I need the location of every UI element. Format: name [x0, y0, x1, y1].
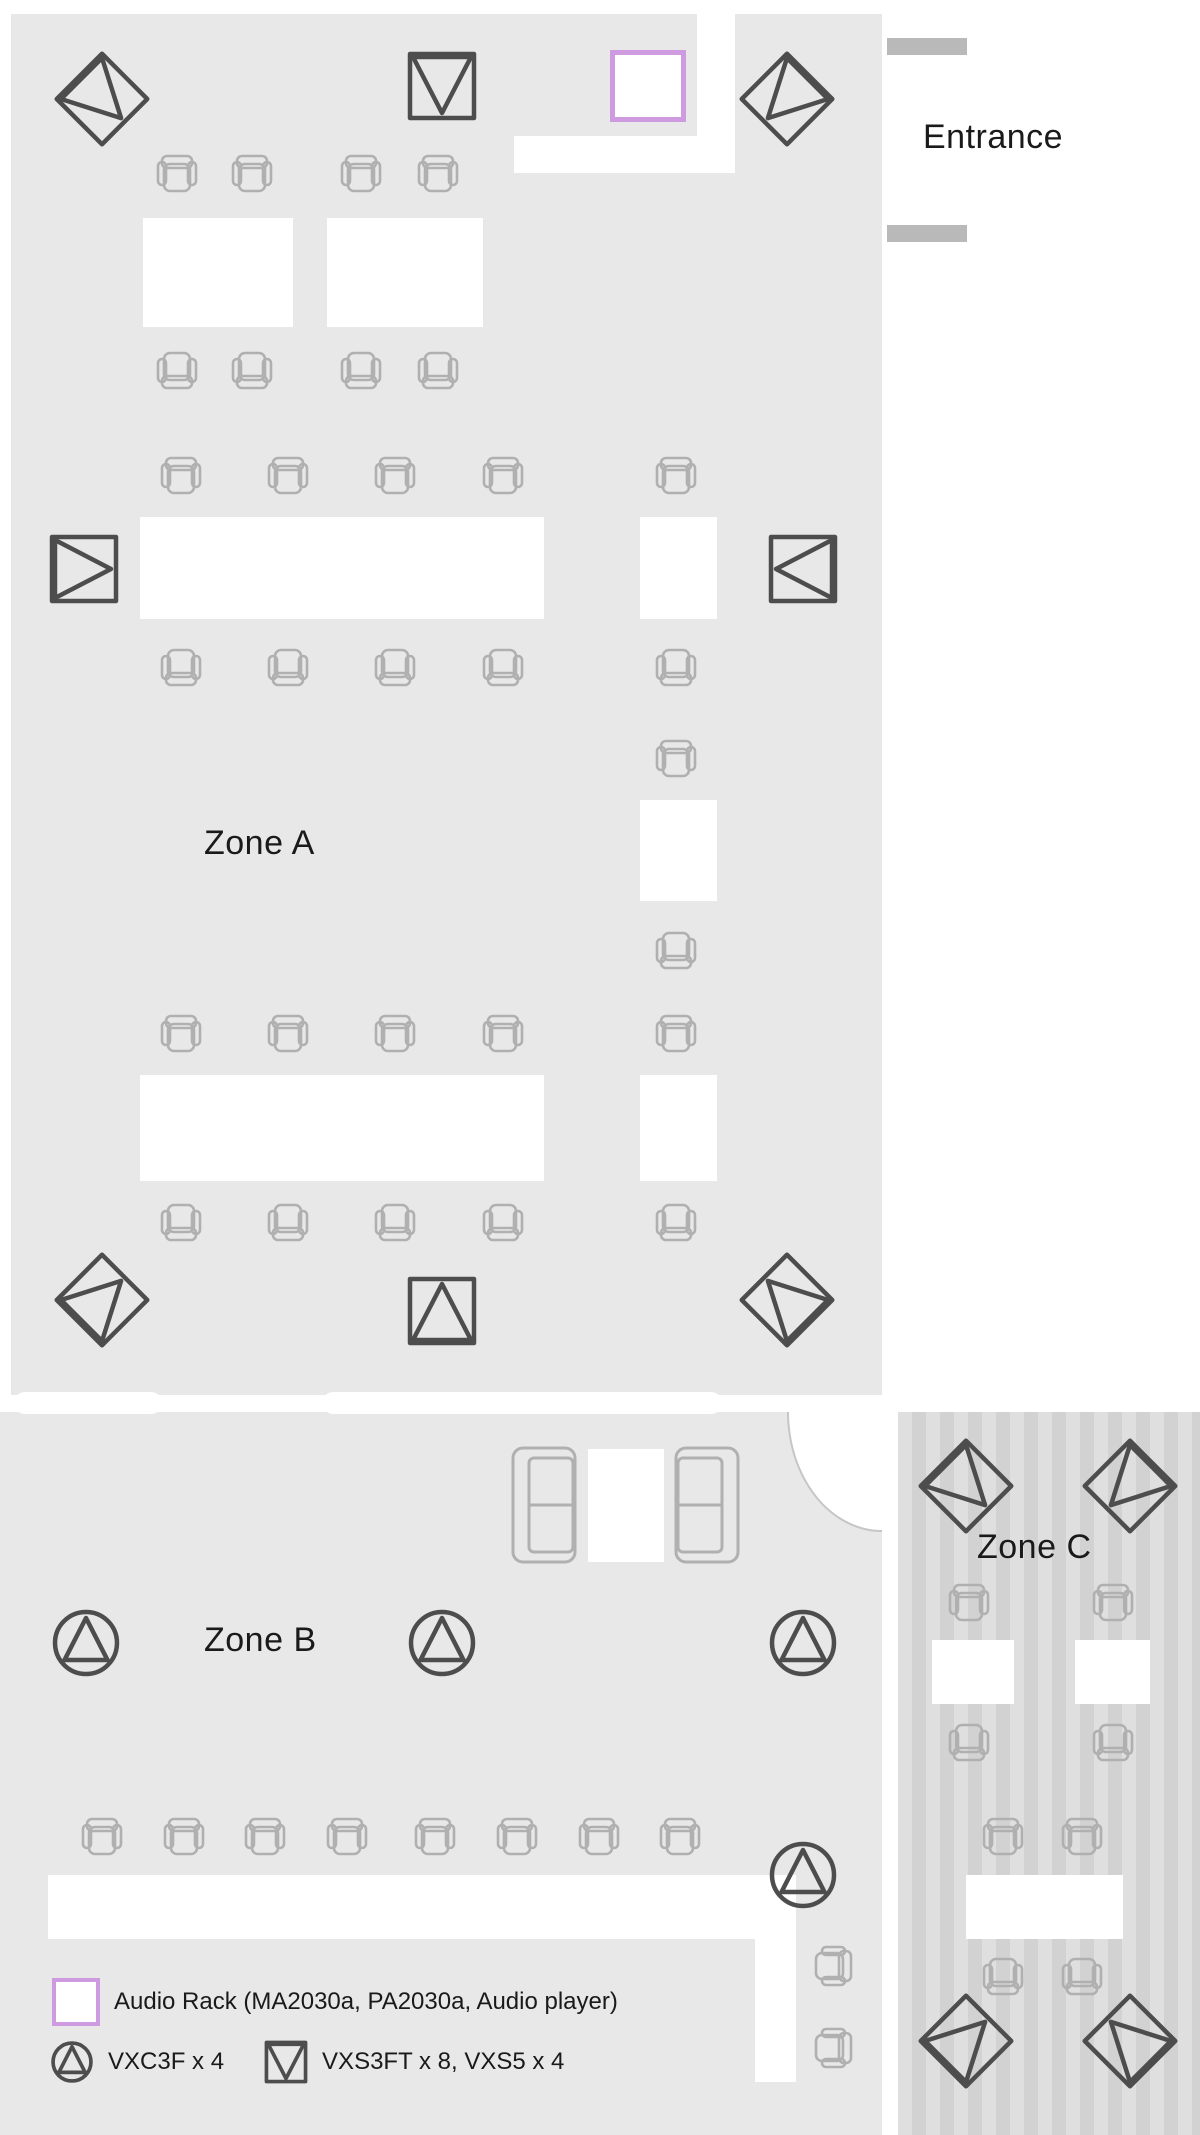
wall-opening	[322, 1392, 722, 1414]
chair	[230, 153, 274, 195]
chair	[373, 1201, 417, 1243]
entrance-label: Entrance	[923, 118, 1064, 156]
legend-speakers-row: VXC3F x 4 VXS3FT x 8, VXS5 x 4	[50, 2040, 564, 2084]
zone-c-label: Zone C	[977, 1528, 1092, 1566]
ceiling-speaker-icon	[767, 1839, 839, 1911]
chair	[159, 1013, 203, 1055]
chair	[658, 1816, 702, 1858]
chair	[159, 1201, 203, 1243]
ceiling-speaker-icon	[406, 1607, 478, 1679]
chair	[481, 1013, 525, 1055]
chair	[812, 1944, 854, 1988]
chair	[243, 1816, 287, 1858]
wall-speaker-icon	[736, 48, 838, 150]
wall-speaker-icon	[48, 533, 120, 605]
chair	[159, 646, 203, 688]
table	[1075, 1640, 1150, 1704]
ceiling-speaker-icon	[767, 1607, 839, 1679]
chair	[654, 1201, 698, 1243]
table	[327, 218, 483, 327]
wall-speaker-legend-icon	[264, 2040, 308, 2084]
chair	[413, 1816, 457, 1858]
chair	[981, 1816, 1025, 1858]
chair	[947, 1721, 991, 1763]
chair	[481, 1201, 525, 1243]
zone-b-label: Zone B	[204, 1621, 317, 1659]
chair	[981, 1955, 1025, 1997]
ceiling-speaker-icon	[50, 1607, 122, 1679]
chair	[266, 1013, 310, 1055]
sofa	[510, 1445, 578, 1565]
chair	[416, 153, 460, 195]
chair	[230, 349, 274, 391]
chair	[654, 646, 698, 688]
chair	[155, 153, 199, 195]
table	[143, 218, 293, 327]
wall-speaker-icon	[51, 48, 153, 150]
table	[640, 517, 717, 619]
legend-audio-rack-row: Audio Rack (MA2030a, PA2030a, Audio play…	[52, 1978, 618, 2026]
wall-speaker-icon	[1079, 1990, 1181, 2092]
chair	[80, 1816, 124, 1858]
chair	[339, 153, 383, 195]
wall-segment	[887, 38, 967, 55]
chair	[481, 455, 525, 497]
audio-rack-legend-icon	[52, 1978, 100, 2026]
wall-speaker-icon	[1079, 1435, 1181, 1537]
chair	[162, 1816, 206, 1858]
chair	[654, 929, 698, 971]
wall-speaker-legend-label: VXS3FT x 8, VXS5 x 4	[322, 2048, 565, 2075]
chair	[339, 349, 383, 391]
entrance-corridor-horizontal	[514, 136, 735, 173]
wall-speaker-icon	[915, 1435, 1017, 1537]
chair	[416, 349, 460, 391]
wall-speaker-icon	[767, 533, 839, 605]
table	[140, 1075, 544, 1181]
sofa	[673, 1445, 741, 1565]
chair	[1091, 1582, 1135, 1624]
chair	[654, 738, 698, 780]
table	[640, 1075, 717, 1181]
wall-speaker-icon	[406, 1275, 478, 1347]
ceiling-speaker-legend-icon	[50, 2040, 94, 2084]
table	[588, 1449, 664, 1562]
wall-segment	[887, 225, 967, 242]
table	[755, 1939, 796, 2082]
chair	[1091, 1721, 1135, 1763]
chair	[159, 455, 203, 497]
table	[932, 1640, 1014, 1704]
table	[966, 1875, 1123, 1939]
chair	[654, 1013, 698, 1055]
chair	[266, 646, 310, 688]
table	[48, 1875, 796, 1939]
chair	[325, 1816, 369, 1858]
zone-a-label: Zone A	[204, 824, 315, 862]
wall-speaker-icon	[915, 1990, 1017, 2092]
audio-rack	[610, 50, 686, 122]
table	[140, 517, 544, 619]
table	[640, 800, 717, 901]
chair	[481, 646, 525, 688]
wall-speaker-icon	[736, 1249, 838, 1351]
chair	[1060, 1955, 1104, 1997]
chair	[373, 455, 417, 497]
wall-speaker-icon	[51, 1249, 153, 1351]
room-zone-b	[0, 1412, 882, 2135]
chair	[495, 1816, 539, 1858]
chair	[266, 455, 310, 497]
chair	[947, 1582, 991, 1624]
wall-opening	[14, 1392, 162, 1414]
chair	[812, 2026, 854, 2070]
chair	[373, 646, 417, 688]
audio-rack-legend-label: Audio Rack (MA2030a, PA2030a, Audio play…	[114, 1988, 618, 2015]
chair	[1060, 1816, 1104, 1858]
chair	[373, 1013, 417, 1055]
chair	[266, 1201, 310, 1243]
chair	[155, 349, 199, 391]
ceiling-speaker-legend-label: VXC3F x 4	[108, 2048, 225, 2075]
wall-speaker-icon	[406, 50, 478, 122]
chair	[654, 455, 698, 497]
chair	[577, 1816, 621, 1858]
